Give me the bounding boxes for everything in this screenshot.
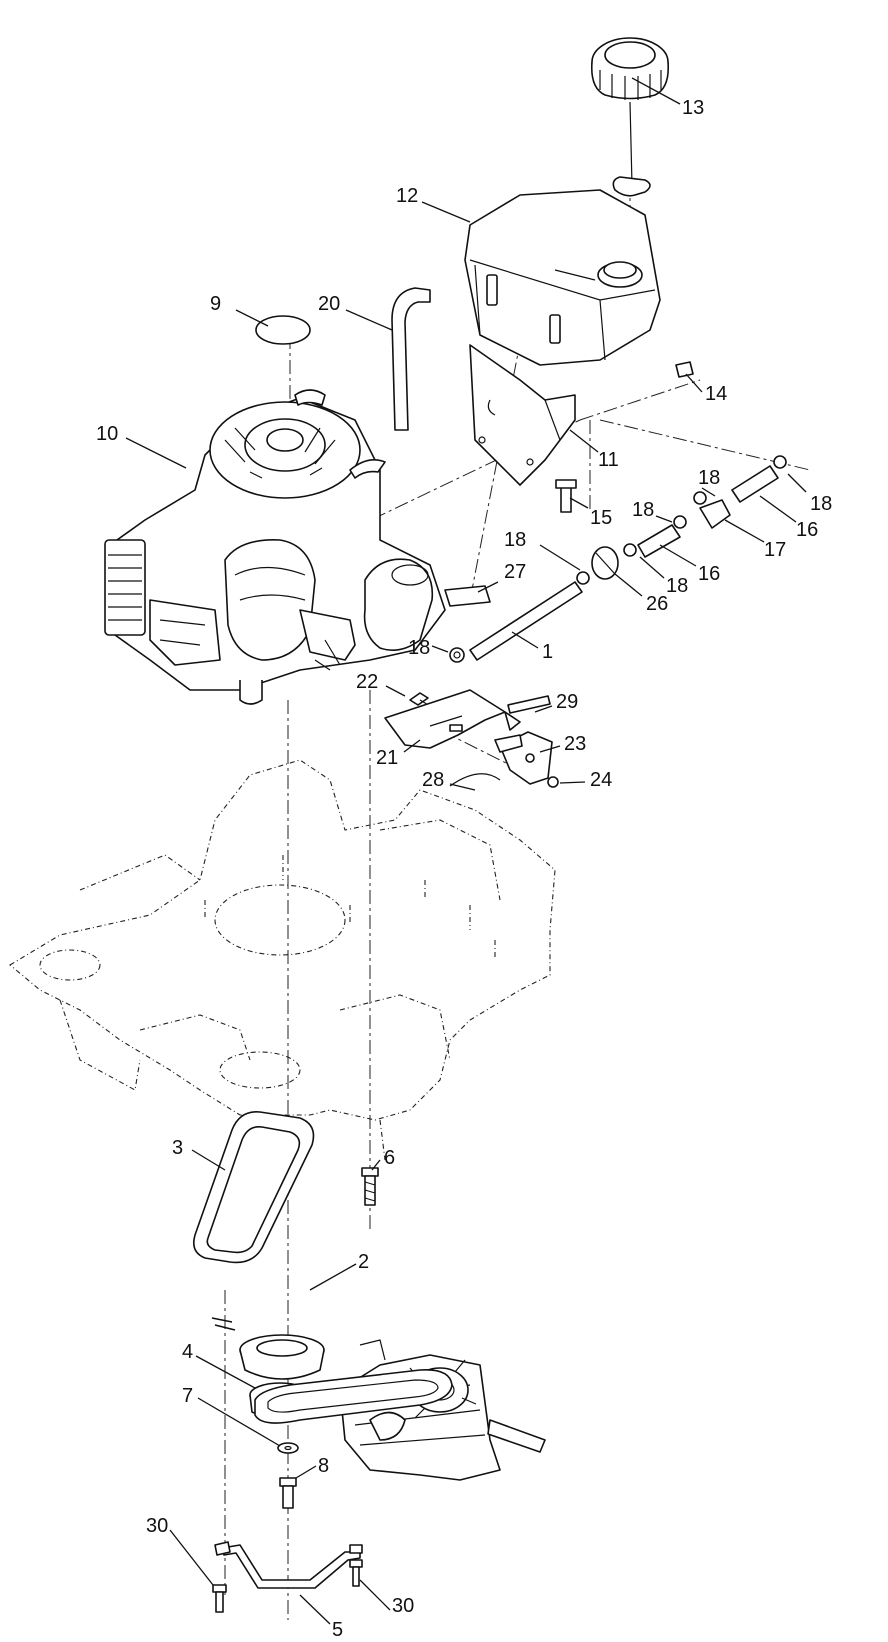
- callout-18-a: 18: [698, 467, 720, 489]
- fuel-cap: [590, 37, 670, 197]
- callout-11: 11: [598, 449, 619, 471]
- callout-18-c: 18: [632, 499, 654, 521]
- throttle-bracket-assembly: [384, 689, 559, 788]
- callout-14: 14: [705, 383, 727, 405]
- callout-30-a: 30: [146, 1515, 168, 1537]
- callout-29: 29: [556, 691, 578, 713]
- callout-12: 12: [396, 185, 418, 207]
- callout-18-f: 18: [408, 637, 430, 659]
- callout-2: 2: [358, 1251, 369, 1273]
- callout-20: 20: [318, 293, 340, 315]
- callout-24: 24: [590, 769, 612, 791]
- callout-6: 6: [384, 1147, 395, 1169]
- decal: [255, 315, 311, 345]
- callout-4: 4: [182, 1341, 193, 1363]
- callout-22: 22: [356, 671, 378, 693]
- bolts-upper: [555, 361, 694, 513]
- callout-21: 21: [376, 747, 398, 769]
- callout-28: 28: [422, 769, 444, 791]
- fuel-hose-assembly: [449, 455, 787, 663]
- callout-16-a: 16: [796, 519, 818, 541]
- callout-1: 1: [542, 641, 553, 663]
- callout-18-e: 18: [666, 575, 688, 597]
- chassis-frame-phantom: [9, 759, 556, 1161]
- callout-18-d: 18: [504, 529, 526, 551]
- callout-16-b: 16: [698, 563, 720, 585]
- callout-9: 9: [210, 293, 221, 315]
- bolt-6: [361, 1167, 379, 1206]
- callout-7: 7: [182, 1385, 193, 1407]
- transmission-belt: [254, 1368, 453, 1424]
- leader-lines: [125, 77, 807, 1625]
- washer-and-bolt: [277, 1442, 299, 1509]
- engine-belt: [192, 1111, 315, 1264]
- callout-10: 10: [96, 423, 118, 445]
- callout-18-b: 18: [810, 493, 832, 515]
- ground-strap: [212, 1541, 363, 1613]
- callout-15: 15: [590, 507, 612, 529]
- callout-13: 13: [682, 97, 704, 119]
- callout-3: 3: [172, 1137, 183, 1159]
- engine: [104, 389, 446, 705]
- fuel-line: [391, 287, 431, 431]
- callout-5: 5: [332, 1619, 343, 1641]
- callout-23: 23: [564, 733, 586, 755]
- callout-17: 17: [764, 539, 786, 561]
- callout-numbers: 13 12 9 20 10 14 11 18 18 15 16 18 17 18…: [96, 97, 832, 1641]
- callout-26: 26: [646, 593, 668, 615]
- callout-30-b: 30: [392, 1595, 414, 1617]
- callout-8: 8: [318, 1455, 329, 1477]
- fuel-tank: [464, 189, 661, 366]
- callout-27: 27: [504, 561, 526, 583]
- tank-bracket: [469, 344, 576, 486]
